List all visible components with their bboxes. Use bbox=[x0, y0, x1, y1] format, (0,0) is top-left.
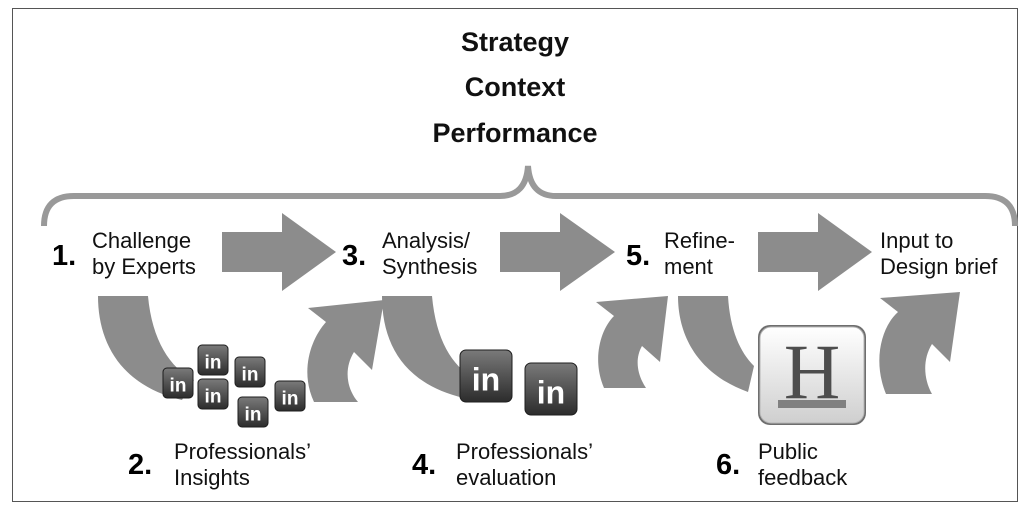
curved-arrow-2-to-3 bbox=[307, 300, 384, 402]
arrow-5-to-final bbox=[758, 213, 872, 291]
curved-arrow-6-to-final bbox=[879, 292, 960, 394]
step-4-label-line-2: evaluation bbox=[456, 465, 557, 490]
step-5-label-line-1: Refine- bbox=[664, 228, 735, 253]
linkedin-icon-pair: in in bbox=[459, 349, 578, 416]
linkedin-icon-text: in bbox=[245, 404, 262, 425]
step-1-label-line-2: by Experts bbox=[92, 254, 196, 279]
step-6-number: 6. bbox=[716, 449, 741, 481]
linkedin-icon-text: in bbox=[170, 375, 187, 396]
step-4-label: Professionals’ evaluation bbox=[456, 439, 593, 491]
step-6-label: Public feedback bbox=[758, 439, 847, 491]
step-2-label: Professionals’ Insights bbox=[174, 439, 311, 491]
h-logo-icon: H bbox=[758, 325, 866, 425]
title-line-performance: Performance bbox=[432, 118, 598, 148]
linkedin-icon-text: in bbox=[205, 352, 222, 373]
step-6-label-line-1: Public bbox=[758, 439, 818, 464]
linkedin-icon-text: in bbox=[537, 375, 565, 411]
arrow-1-to-3 bbox=[222, 213, 336, 291]
linkedin-icon: in bbox=[274, 380, 306, 412]
linkedin-icon-text: in bbox=[242, 364, 259, 385]
diagram-frame bbox=[12, 8, 1018, 502]
curved-arrow-5-to-6 bbox=[678, 296, 754, 392]
step-2-label-line-2: Insights bbox=[174, 465, 250, 490]
step-3-label-line-2: Synthesis bbox=[382, 254, 478, 279]
arrow-3-to-5 bbox=[500, 213, 615, 291]
step-6-label-line-2: feedback bbox=[758, 465, 848, 490]
step-2-number: 2. bbox=[128, 449, 153, 481]
step-2-label-line-1: Professionals’ bbox=[174, 439, 311, 464]
step-5-number: 5. bbox=[626, 240, 651, 272]
step-1-label-line-1: Challenge bbox=[92, 228, 192, 253]
step-5-label: Refine- ment bbox=[664, 228, 735, 280]
final-step-label-line-2: Design brief bbox=[880, 254, 998, 279]
step-3-number: 3. bbox=[342, 240, 367, 272]
linkedin-icon: in bbox=[197, 344, 229, 376]
linkedin-icon-text: in bbox=[472, 362, 500, 398]
step-5-label-line-2: ment bbox=[664, 254, 713, 279]
curved-arrow-3-to-4 bbox=[382, 296, 474, 398]
linkedin-icon: in bbox=[524, 362, 578, 416]
step-1-label: Challenge by Experts bbox=[92, 228, 196, 280]
step-3-label: Analysis/ Synthesis bbox=[382, 228, 477, 280]
linkedin-icon: in bbox=[197, 378, 229, 410]
step-1-number: 1. bbox=[52, 240, 77, 272]
linkedin-icon: in bbox=[234, 356, 266, 388]
linkedin-icon: in bbox=[459, 349, 513, 403]
curly-brace bbox=[41, 165, 1018, 227]
title-line-strategy: Strategy bbox=[460, 27, 570, 57]
h-logo-letter: H bbox=[784, 328, 840, 415]
final-step-label-line-1: Input to bbox=[880, 228, 954, 253]
linkedin-icon-text: in bbox=[205, 386, 222, 407]
linkedin-icon: in bbox=[237, 396, 269, 428]
curved-arrow-4-to-5 bbox=[596, 296, 668, 388]
title-line-context: Context bbox=[464, 72, 566, 102]
linkedin-icon: in bbox=[162, 367, 194, 399]
linkedin-icon-text: in bbox=[282, 388, 299, 409]
final-step-label: Input to Design brief bbox=[880, 228, 997, 280]
step-4-number: 4. bbox=[412, 449, 437, 481]
step-4-label-line-1: Professionals’ bbox=[456, 439, 593, 464]
step-3-label-line-1: Analysis/ bbox=[382, 228, 471, 253]
